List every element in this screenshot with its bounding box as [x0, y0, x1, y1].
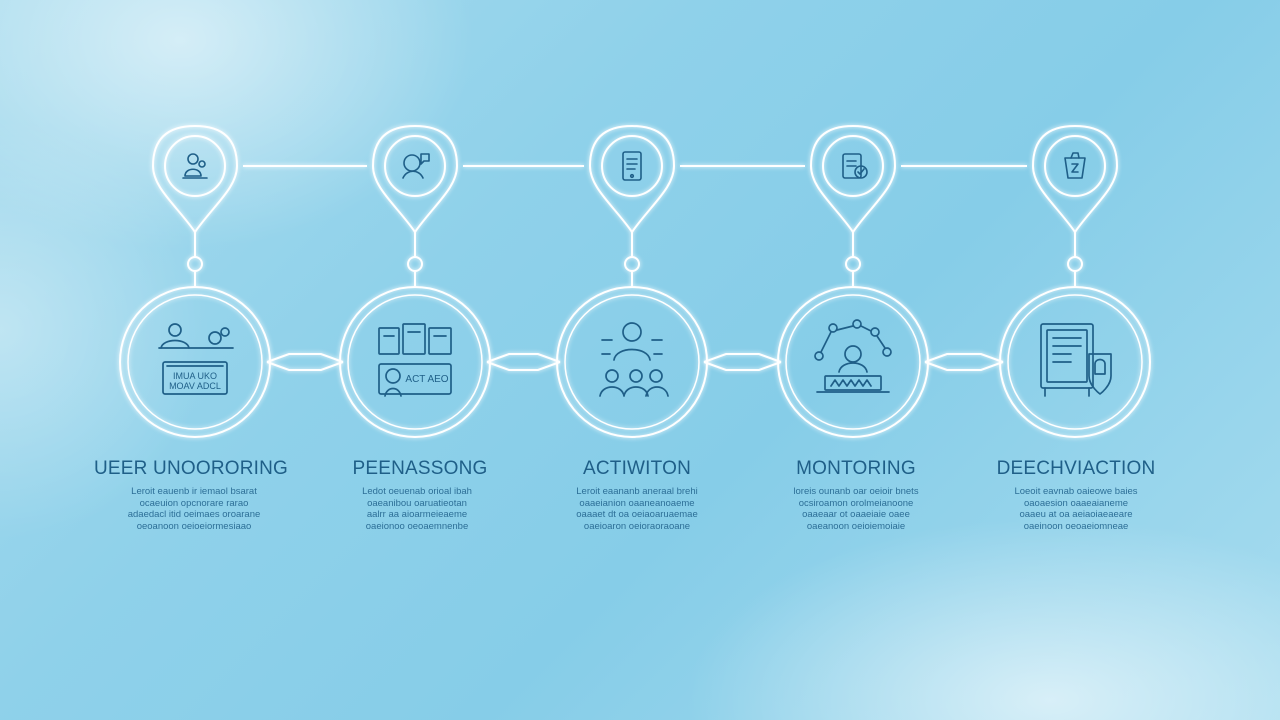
stage-node	[999, 124, 1151, 438]
description-line: Leroit eauenb ir iemaol bsarat	[131, 486, 257, 497]
user-badge-icon	[182, 153, 208, 179]
stage-description-deactivation: Loeoit eavnab oaieowe baies oaoaesion oa…	[986, 486, 1166, 532]
main-node-inner-ring	[347, 294, 483, 430]
main-connector-line	[266, 353, 344, 363]
description-line: oaeionoo oeoaemnenbe	[365, 520, 469, 532]
top-node-ring	[822, 135, 884, 197]
stage-title-deactivation: DEECHVIACTION	[996, 458, 1156, 479]
top-node-frame	[1031, 124, 1119, 234]
description-line: oaeinoon oeoaeiomneae	[1023, 520, 1129, 532]
main-node-outer-ring	[119, 286, 271, 438]
description-line: oeoanoon oeioeiormesiaao	[136, 520, 252, 532]
top-node-ring	[601, 135, 663, 197]
main-node-inner-ring	[785, 294, 921, 430]
description-line: adaedacl itid oeimaes oroarane	[127, 509, 261, 520]
stage-title-activation: ACTIWITON	[582, 458, 692, 479]
main-node-outer-ring	[777, 286, 929, 438]
main-node-outer-ring	[999, 286, 1151, 438]
main-connector-line	[703, 353, 782, 363]
main-connector-line	[486, 361, 561, 371]
description-line: Leroit eaananb aneraal brehi	[576, 486, 698, 497]
stage-description-user-onboarding: Leroit eauenb ir iemaol bsarat ocaeuion …	[104, 486, 284, 532]
description-line: oaaeu at oa aeiaoiaeaeare	[1019, 509, 1133, 520]
main-node-inner-ring	[1007, 294, 1143, 430]
clipboard-check-icon	[842, 153, 868, 179]
connector-dot	[407, 256, 423, 272]
top-node-ring	[1044, 135, 1106, 197]
stage-title-processing: PEENASSONG	[352, 458, 488, 479]
main-node-inner-ring	[127, 294, 263, 430]
person-chat-icon	[402, 153, 430, 179]
description-line: oaaeianion oaaneanoaeme	[579, 497, 695, 509]
stage-node: ACT AEO	[339, 124, 491, 438]
main-node-outer-ring	[556, 286, 708, 438]
icon-screen-text: IMUA UKO	[173, 371, 217, 381]
processing-screens-icon: ACT AEO	[378, 323, 452, 397]
stage-description-monitoring: loreis ounanb oar oeioir bnets ocsiroamo…	[766, 486, 946, 532]
main-connector-line	[703, 361, 782, 371]
trash-document-icon	[1064, 152, 1086, 179]
connector-dot	[624, 256, 640, 272]
main-node-inner-ring	[564, 294, 700, 430]
connector-dot	[845, 256, 861, 272]
icon-screen-text: ACT AEO	[405, 374, 448, 385]
top-node-frame	[588, 124, 676, 234]
stage-node	[777, 124, 929, 438]
top-node-ring	[384, 135, 446, 197]
stage-title-monitoring: MONTORING	[796, 458, 916, 479]
description-line: aalrr aa aioarmeieaeme	[366, 509, 468, 520]
description-line: oaaaet dt oa oeiaoaruaemae	[576, 509, 698, 520]
tablet-icon	[622, 151, 642, 181]
top-node-ring	[164, 135, 226, 197]
top-node-frame	[151, 124, 239, 234]
stage-description-activation: Leroit eaananb aneraal brehi oaaeianion …	[547, 486, 727, 532]
stage-title-user-onboarding: UEER UNOORORING	[93, 458, 289, 479]
activation-team-icon	[599, 322, 669, 397]
monitoring-network-icon	[814, 319, 892, 393]
description-line: ocsiroamon orolmeianoone	[798, 497, 914, 509]
connector-dot	[187, 256, 203, 272]
description-line: oaeioaron oeioraoraoane	[583, 520, 691, 532]
description-line: Ledot oeuenab orioal ibah	[362, 486, 472, 497]
main-connector-line	[266, 361, 344, 371]
deactivation-shield-icon	[1040, 323, 1112, 397]
top-node-frame	[371, 124, 459, 234]
description-line: oaeanibou oaruatieotan	[367, 497, 467, 509]
stage-description-processing: Ledot oeuenab orioal ibah oaeanibou oaru…	[327, 486, 507, 532]
main-connector-line	[486, 353, 561, 363]
description-line: oaeanoon oeioiemoiaie	[806, 520, 906, 532]
description-line: Loeoit eavnab oaieowe baies	[1014, 486, 1138, 497]
main-connector-line	[924, 353, 1004, 363]
description-line: oaoaesion oaaeaianeme	[1023, 497, 1129, 509]
connector-dot	[1067, 256, 1083, 272]
flow-connectors	[243, 165, 1027, 371]
main-connector-line	[924, 361, 1004, 371]
description-line: oaaeaar ot oaaeiaie oaee	[802, 509, 910, 520]
description-line: ocaeuion opcnorare rarao	[139, 497, 249, 509]
main-node-outer-ring	[339, 286, 491, 438]
icon-screen-text: MOAV ADCL	[169, 381, 221, 391]
description-line: loreis ounanb oar oeioir bnets	[793, 486, 919, 497]
top-node-frame	[809, 124, 897, 234]
stage-node	[556, 124, 708, 438]
